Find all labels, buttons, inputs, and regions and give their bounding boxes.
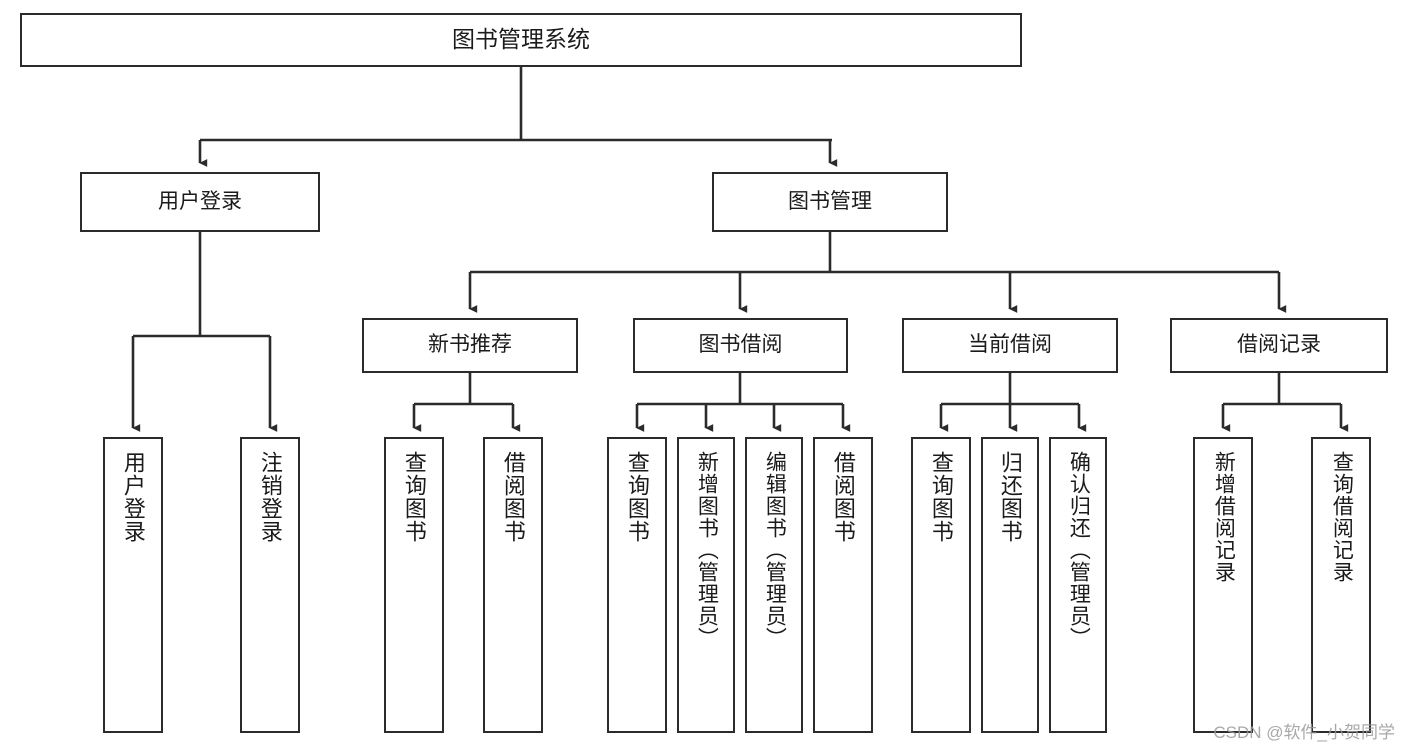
node-book-borrow[interactable]: 图书借阅 [633, 318, 848, 373]
node-new-book-recommend[interactable]: 新书推荐 [362, 318, 578, 373]
node-book-management[interactable]: 图书管理 [712, 172, 948, 232]
node-label: 用户登录 [158, 189, 242, 213]
node-label: 用户登录 [120, 451, 146, 543]
node-label: 借阅图书 [500, 451, 526, 543]
node-label: 编辑图书（管理员） [763, 451, 787, 649]
node-label: 确认归还（管理员） [1067, 451, 1091, 649]
leaf-query-book-current[interactable]: 查询图书 [911, 437, 971, 733]
leaf-edit-book-admin[interactable]: 编辑图书（管理员） [745, 437, 803, 733]
leaf-query-book-borrow[interactable]: 查询图书 [607, 437, 667, 733]
node-label: 查询图书 [401, 451, 427, 543]
watermark-text: CSDN @软件_小贺同学 [1213, 723, 1395, 742]
leaf-borrow-book-recommend[interactable]: 借阅图书 [483, 437, 543, 733]
leaf-add-book-admin[interactable]: 新增图书（管理员） [677, 437, 735, 733]
node-label: 查询图书 [928, 451, 954, 543]
node-root-system[interactable]: 图书管理系统 [20, 13, 1022, 67]
node-label: 归还图书 [997, 451, 1023, 543]
leaf-user-login[interactable]: 用户登录 [103, 437, 163, 733]
node-label: 新增图书（管理员） [695, 451, 719, 649]
leaf-borrow-book[interactable]: 借阅图书 [813, 437, 873, 733]
node-label: 图书借阅 [698, 333, 783, 357]
node-label: 图书管理系统 [452, 26, 590, 53]
node-borrow-record[interactable]: 借阅记录 [1170, 318, 1388, 373]
leaf-confirm-return-admin[interactable]: 确认归还（管理员） [1049, 437, 1107, 733]
node-label: 注销登录 [257, 451, 283, 543]
node-label: 图书管理 [788, 189, 872, 213]
leaf-logout[interactable]: 注销登录 [240, 437, 300, 733]
leaf-query-borrow-record[interactable]: 查询借阅记录 [1311, 437, 1371, 733]
node-label: 查询图书 [624, 451, 650, 543]
leaf-query-book-recommend[interactable]: 查询图书 [384, 437, 444, 733]
node-user-login[interactable]: 用户登录 [80, 172, 320, 232]
node-label: 新增借阅记录 [1212, 451, 1236, 583]
node-label: 查询借阅记录 [1330, 451, 1354, 583]
leaf-return-book[interactable]: 归还图书 [981, 437, 1039, 733]
leaf-add-borrow-record[interactable]: 新增借阅记录 [1193, 437, 1253, 733]
node-current-borrow[interactable]: 当前借阅 [902, 318, 1118, 373]
node-label: 借阅记录 [1237, 333, 1321, 357]
node-label: 当前借阅 [968, 333, 1052, 357]
node-label: 借阅图书 [830, 451, 856, 543]
node-label: 新书推荐 [428, 333, 512, 357]
